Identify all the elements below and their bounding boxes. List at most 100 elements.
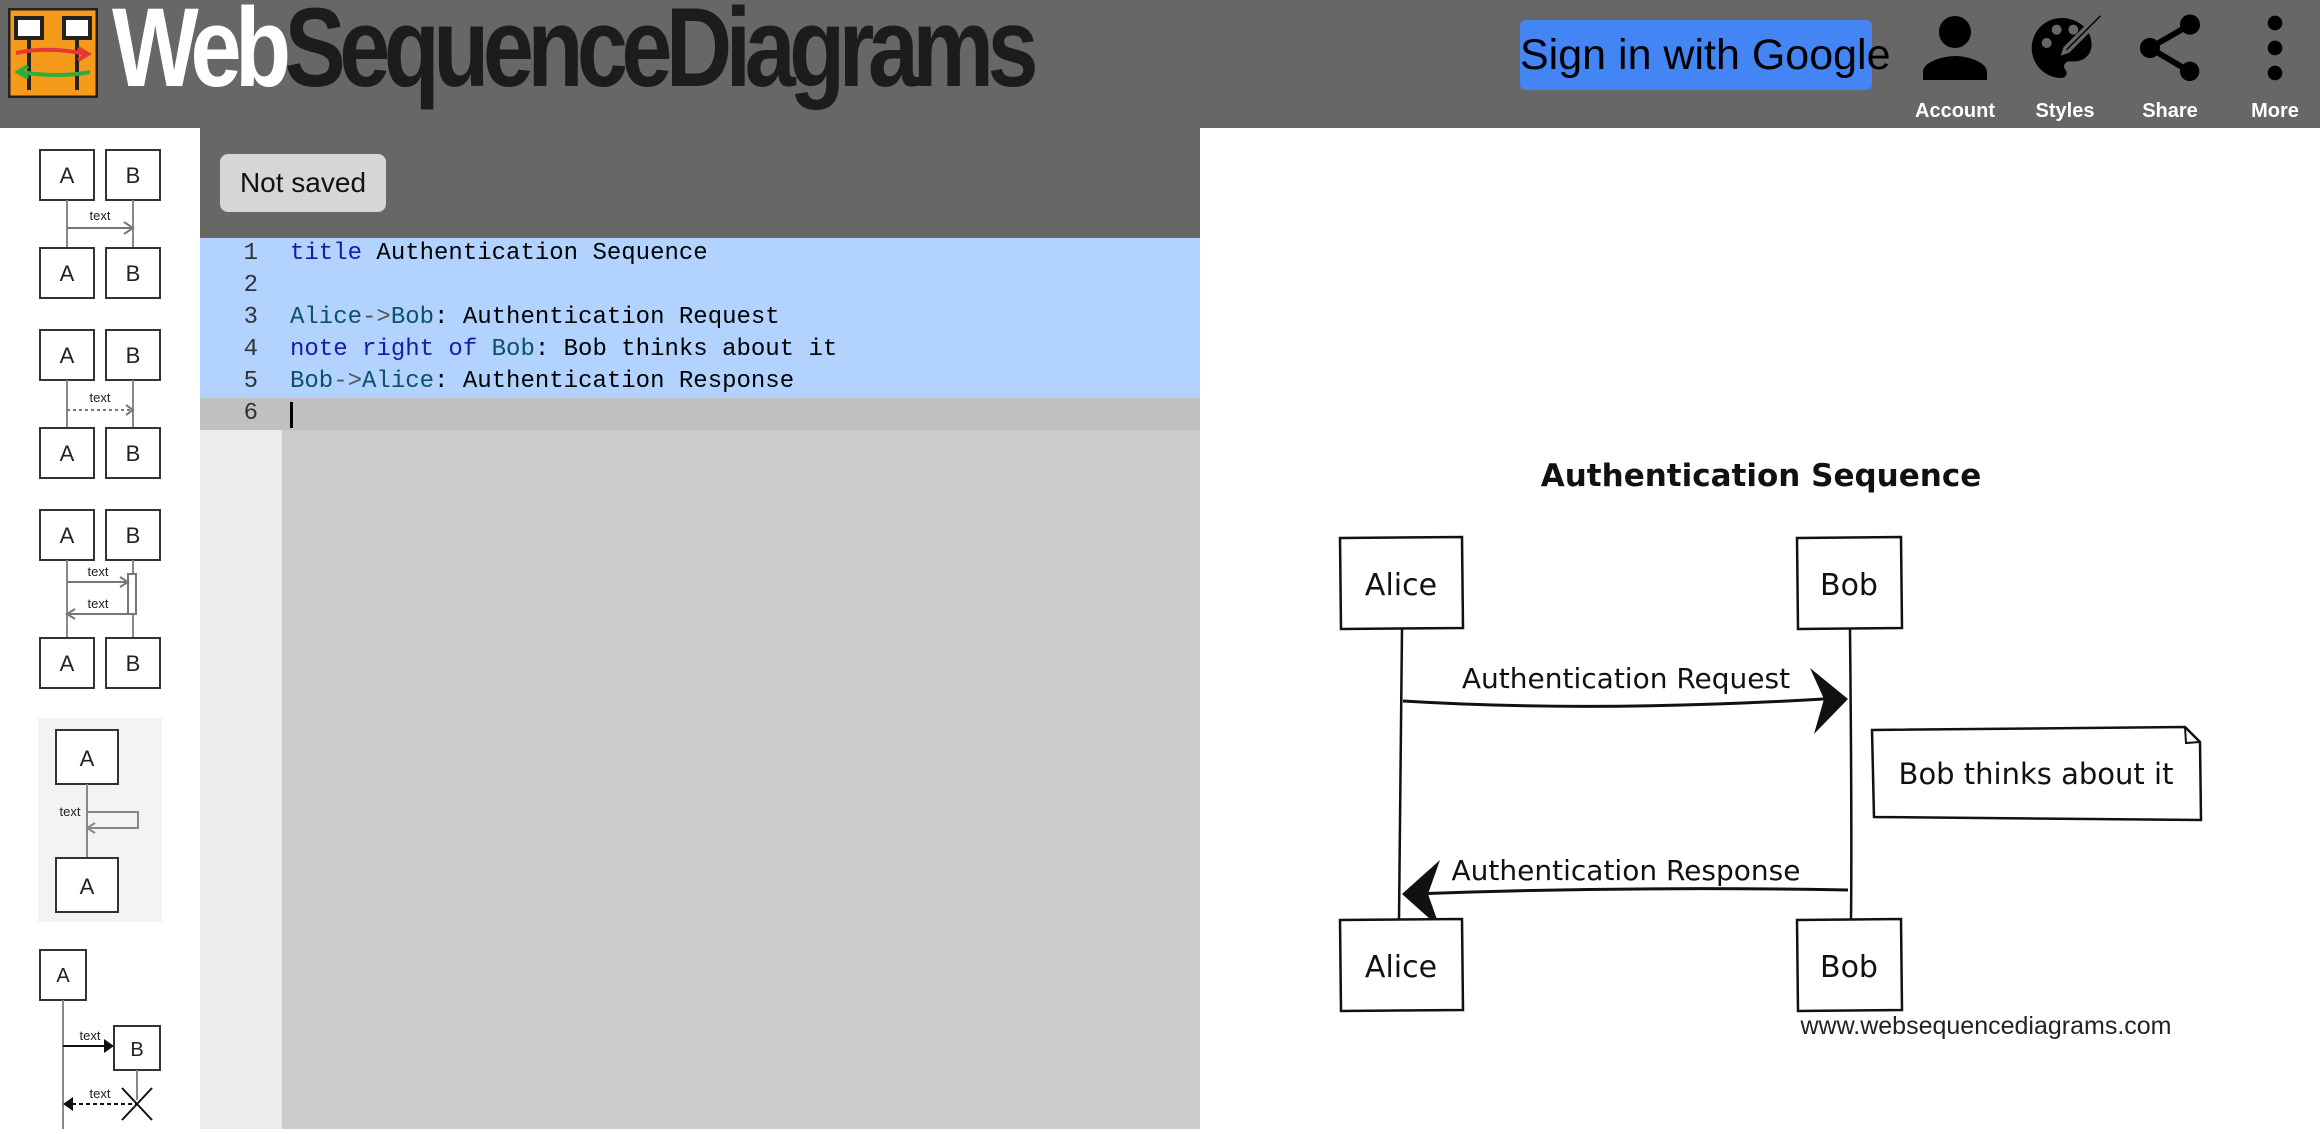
logo-icon[interactable] (7, 7, 99, 99)
participant-alice-top: Alice (1365, 568, 1437, 603)
thumb-label-b: B (130, 1039, 143, 1061)
thumb-label-a: A (60, 343, 75, 368)
person-icon (1923, 16, 1987, 80)
thumb-label-a: A (80, 746, 95, 771)
thumb-label-text-2: text (90, 1086, 111, 1101)
code-line[interactable]: 5 Bob->Alice: Authentication Response (200, 366, 1200, 398)
top-bar: WebSequenceDiagrams Sign in with Google … (0, 0, 2320, 128)
code-line[interactable]: 2 (200, 270, 1200, 302)
code-line[interactable]: 3 Alice->Bob: Authentication Request (200, 302, 1200, 334)
palette-icon (2031, 10, 2105, 78)
more-button[interactable]: More (2220, 8, 2320, 126)
participant-box-alice-bottom (1338, 917, 1465, 1013)
thumb-label-b: B (126, 523, 141, 548)
code-line-current[interactable]: 6 (200, 398, 1200, 430)
template-thumb-sync-message[interactable]: A B text A B (38, 148, 162, 300)
code-keyword: note right of (290, 336, 478, 363)
logo-wordmark[interactable]: WebSequenceDiagrams (112, 0, 1039, 104)
styles-button[interactable]: Styles (2010, 8, 2120, 126)
lifeline-alice (1397, 628, 1404, 920)
note-corner (2184, 726, 2201, 745)
thumb-label-b: B (126, 163, 141, 188)
sequence-diagram: Authentication Sequence Alice Bob Authen… (1338, 458, 2203, 1040)
line-number: 1 (200, 238, 258, 270)
thumb-label-b: B (126, 651, 141, 676)
logo-web: Web (112, 0, 291, 110)
thumb-label-text-2: text (88, 596, 109, 611)
code-line[interactable]: 1 title Authentication Sequence (200, 238, 1200, 270)
arrow-response-head (1402, 860, 1440, 928)
save-status-button[interactable]: Not saved (220, 154, 386, 212)
participant-bob-top: Bob (1820, 568, 1878, 603)
code-text: title Authentication Sequence (290, 238, 708, 270)
thumb-label-b: B (126, 343, 141, 368)
thumb-label-b: B (126, 441, 141, 466)
thumb-label-text-1: text (80, 1028, 101, 1043)
code-editor[interactable]: 1 title Authentication Sequence 2 3 Alic… (200, 238, 1200, 1129)
line-number: 2 (200, 270, 258, 302)
code-rest: : Authentication Request (434, 304, 780, 331)
template-thumb-self-message[interactable]: A text A (38, 718, 162, 922)
code-text: note right of Bob: Bob thinks about it (290, 334, 837, 366)
share-label: Share (2142, 100, 2198, 122)
note-text: Bob thinks about it (1899, 757, 2174, 791)
message-authentication-request: Authentication Request (1462, 662, 1790, 695)
share-button[interactable]: Share (2115, 8, 2225, 126)
template-sidebar: A B text A B A B text A B (0, 128, 200, 1129)
text-cursor (290, 402, 293, 428)
arrow-response-line (1411, 887, 1849, 896)
logo-sequence-diagrams: SequenceDiagrams (284, 0, 1039, 110)
code-identifier: Bob (477, 336, 535, 363)
diagram-preview: Authentication Sequence Alice Bob Authen… (1200, 128, 2320, 1129)
arrow-request-line (1402, 696, 1841, 708)
code-operator: -> (362, 304, 391, 331)
account-button[interactable]: Account (1900, 8, 2010, 126)
line-number: 3 (200, 302, 258, 334)
code-identifier: Bob (290, 368, 334, 395)
code-identifier: Alice (362, 368, 435, 395)
template-thumb-request-response[interactable]: A B text text A B (38, 508, 162, 690)
line-number: 5 (200, 366, 258, 398)
code-text: Bob->Alice: Authentication Response (290, 366, 794, 398)
code-keyword: title (290, 240, 363, 267)
thumb-label-a: A (60, 651, 75, 676)
styles-label: Styles (2035, 100, 2095, 122)
lifeline-bob (1848, 628, 1853, 920)
diagram-title: Authentication Sequence (1541, 458, 1982, 494)
code-identifier: Alice (290, 304, 363, 331)
participant-box-alice-top (1338, 535, 1465, 631)
participant-box-bob-top (1795, 535, 1904, 631)
line-number: 6 (200, 398, 258, 430)
thumb-label-text: text (60, 804, 81, 819)
template-thumb-dashed-message[interactable]: A B text A B (38, 328, 162, 480)
watermark-text: www.websequencediagrams.com (1799, 1012, 2171, 1040)
thumb-label-a: A (60, 163, 75, 188)
sign-in-with-google-button[interactable]: Sign in with Google (1520, 20, 1891, 90)
code-operator: -> (333, 368, 363, 395)
participant-box-bob-bottom (1795, 917, 1904, 1013)
template-thumb-create-destroy[interactable]: A text B text (38, 948, 162, 1129)
thumb-label-a: A (60, 261, 75, 286)
editor-panel: Not saved 1 title Authentication Sequenc… (200, 128, 1200, 1129)
thumb-label-a: A (80, 874, 95, 899)
thumb-label-a: A (60, 441, 75, 466)
code-text: Alice->Bob: Authentication Request (290, 302, 780, 334)
code-identifier: Bob (390, 304, 435, 331)
thumb-label-a: A (56, 965, 70, 987)
account-label: Account (1915, 100, 1995, 122)
participant-alice-bottom: Alice (1365, 950, 1437, 985)
participant-bob-bottom: Bob (1820, 950, 1878, 985)
message-authentication-response: Authentication Response (1452, 854, 1801, 887)
line-number: 4 (200, 334, 258, 366)
thumb-label-text-1: text (88, 564, 109, 579)
share-icon (2140, 14, 2200, 82)
code-rest: : Bob thinks about it (534, 336, 838, 363)
thumb-label-text: text (90, 390, 111, 405)
code-rest: Authentication Sequence (362, 240, 708, 267)
thumb-label-b: B (126, 261, 141, 286)
more-vertical-icon (2267, 15, 2283, 81)
code-rest: : Authentication Response (434, 368, 795, 395)
thumb-label-text: text (90, 208, 111, 223)
code-line[interactable]: 4 note right of Bob: Bob thinks about it (200, 334, 1200, 366)
thumb-label-a: A (60, 523, 75, 548)
